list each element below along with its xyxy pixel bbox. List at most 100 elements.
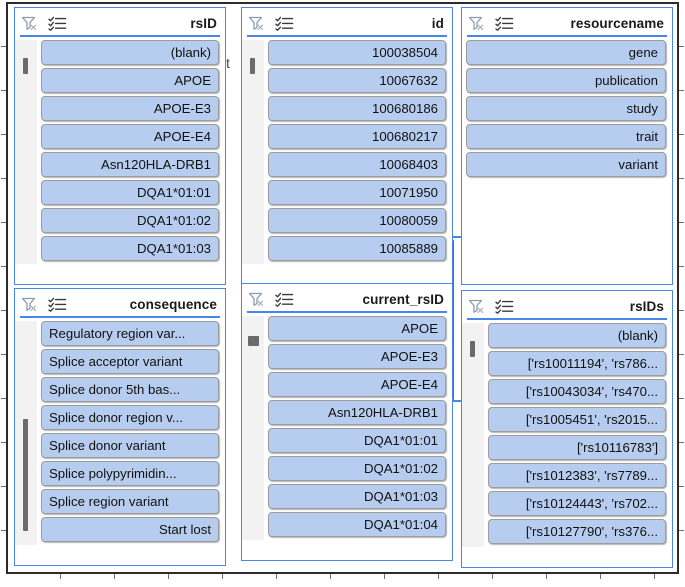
slicer-item[interactable]: ['rs10011194', 'rs786... [488,351,666,376]
slicer-item[interactable]: 10080059 [268,208,446,233]
scrollbar-thumb-id[interactable] [250,58,255,74]
slicer-item[interactable]: DQA1*01:04 [268,512,446,537]
slicer-panel-resourcename: resourcename gene publication study trait var… [461,7,673,285]
slicer-header-id: id [242,8,452,38]
scrollbar-cap-top [449,236,462,238]
slicer-title-rsids: rsIDs [629,298,664,314]
slicer-item[interactable]: Asn120HLA-DRB1 [268,400,446,425]
slicer-item[interactable]: ['rs10127790', 'rs376... [488,519,666,544]
slicer-item[interactable]: Regulatory region var... [41,321,219,346]
stray-text-fragment: t [226,55,230,71]
scrollbar-track-consequence[interactable] [15,321,37,545]
slicer-item[interactable]: APOE [41,68,219,93]
slicer-item[interactable]: Splice polypyrimidin... [41,461,219,486]
header-underline [247,311,447,313]
slicer-item[interactable]: trait [466,124,666,149]
sort-list-icon[interactable] [48,297,67,312]
slicer-item[interactable]: DQA1*01:03 [41,236,219,261]
slicer-item[interactable]: gene [466,40,666,65]
scrollbar-track-id[interactable] [242,40,264,264]
slicer-item[interactable]: DQA1*01:01 [268,428,446,453]
slicer-item-list-consequence: Regulatory region var... Splice acceptor … [37,321,225,545]
slicer-item[interactable]: 10071950 [268,180,446,205]
slicer-item[interactable]: 10067632 [268,68,446,93]
slicer-item[interactable]: 100680186 [268,96,446,121]
slicer-header-icons [21,16,67,31]
clear-filter-icon[interactable] [248,292,265,307]
slicer-item[interactable]: Splice donor region v... [41,405,219,430]
sort-list-icon[interactable] [495,299,514,314]
slicer-item[interactable]: ['rs10116783'] [488,435,666,460]
sort-list-icon[interactable] [495,16,514,31]
scrollbar-thumb-rsids[interactable] [470,341,475,357]
sort-list-icon[interactable] [275,16,294,31]
slicer-item[interactable]: DQA1*01:02 [41,208,219,233]
scrollbar-thumb-current_rsid[interactable] [248,336,259,346]
slicer-item[interactable]: ['rs1005451', 'rs2015... [488,407,666,432]
slicer-item[interactable]: Asn120HLA-DRB1 [41,152,219,177]
scrollbar-track-current_rsid[interactable] [242,316,264,540]
slicer-item-list-resourcename: gene publication study trait variant [462,40,672,180]
slicer-item[interactable]: DQA1*01:02 [268,456,446,481]
slicer-item[interactable]: Splice acceptor variant [41,349,219,374]
slicer-item[interactable]: ['rs10124443', 'rs702... [488,491,666,516]
slicer-item[interactable]: publication [466,68,666,93]
scrollbar-thumb-consequence[interactable] [23,419,28,531]
slicer-item[interactable]: (blank) [488,323,666,348]
slicer-item[interactable]: (blank) [41,40,219,65]
slicer-item[interactable]: variant [466,152,666,177]
slicer-item[interactable]: Splice donor variant [41,433,219,458]
slicer-header-icons [468,299,514,314]
slicer-item[interactable]: APOE-E3 [41,96,219,121]
header-underline [20,316,220,318]
slicer-item[interactable]: ['rs10043034', 'rs470... [488,379,666,404]
slicer-item[interactable]: 10068403 [268,152,446,177]
scrollbar-track-rsids[interactable] [462,323,484,547]
slicer-body-rsids: (blank) ['rs10011194', 'rs786... ['rs10043… [462,321,672,547]
clear-filter-icon[interactable] [248,16,265,31]
slicer-title-rsid: rsID [190,15,217,31]
slicer-item[interactable]: Start lost [41,517,219,542]
slicer-header-current_rsid: current_rsID [242,284,452,314]
slicer-item[interactable]: DQA1*01:01 [41,180,219,205]
slicer-item[interactable]: APOE-E3 [268,344,446,369]
header-underline [247,35,447,37]
slicer-header-icons [248,292,294,307]
scrollbar-track-rsid[interactable] [15,40,37,264]
clear-filter-icon[interactable] [21,297,38,312]
sort-list-icon[interactable] [48,16,67,31]
slicer-item[interactable]: APOE [268,316,446,341]
slicer-header-icons [21,297,67,312]
slicer-header-icons [468,16,514,31]
clear-filter-icon[interactable] [468,16,485,31]
slicer-title-current_rsid: current_rsID [362,291,444,307]
slicer-item[interactable]: 100680217 [268,124,446,149]
slicer-item[interactable]: study [466,96,666,121]
slicer-title-consequence: consequence [129,296,217,312]
slicer-item[interactable]: 10085889 [268,236,446,261]
slicer-item-list-id: 100038504 10067632 100680186 100680217 10068… [264,40,452,264]
slicer-body-consequence: Regulatory region var... Splice acceptor … [15,319,225,545]
sort-list-icon[interactable] [275,292,294,307]
slicer-item[interactable]: APOE-E4 [268,372,446,397]
slicer-item[interactable]: APOE-E4 [41,124,219,149]
scrollbar-thumb-rsid[interactable] [23,58,28,74]
slicer-title-resourcename: resourcename [570,15,664,31]
slicer-item[interactable]: ['rs1012383', 'rs7789... [488,463,666,488]
slicer-panel-rsids: rsIDs (blank) ['rs10011194', 'rs786... ['rs… [461,290,673,568]
slicer-item[interactable]: Splice donor 5th bas... [41,377,219,402]
slicer-item[interactable]: 100038504 [268,40,446,65]
clear-filter-icon[interactable] [468,299,485,314]
slicer-item[interactable]: Splice region variant [41,489,219,514]
slicer-header-rsid: rsID [15,8,225,38]
slicer-header-consequence: consequence [15,289,225,319]
slicer-item[interactable]: DQA1*01:03 [268,484,446,509]
header-underline [467,35,667,37]
slicer-header-resourcename: resourcename [462,8,672,38]
clear-filter-icon[interactable] [21,16,38,31]
